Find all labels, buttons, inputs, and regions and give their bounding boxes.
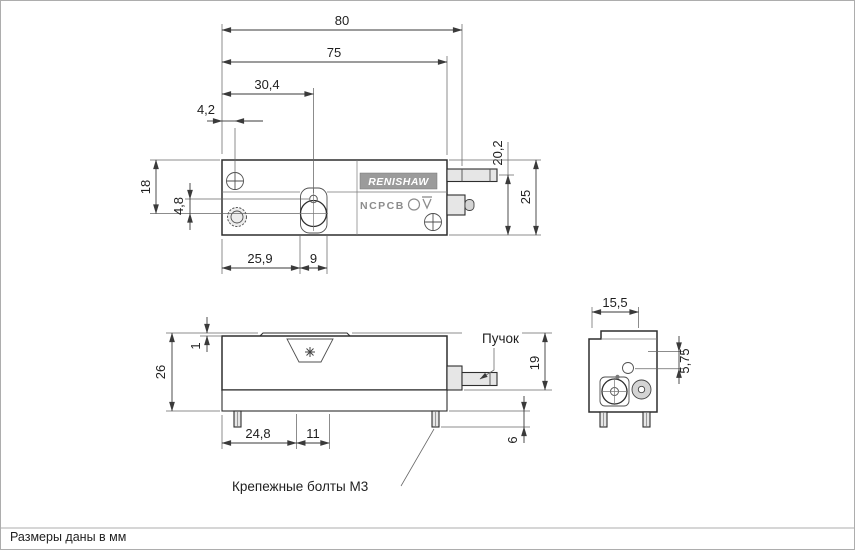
mounting-bolt — [431, 410, 440, 428]
screw-icon — [226, 172, 244, 190]
screw-icon — [424, 213, 442, 231]
top-view: RENISHAW NCPCB 80 75 30,4 — [138, 13, 541, 274]
dim-side-width: 15,5 — [602, 295, 627, 310]
fiber-connector — [446, 365, 498, 391]
front-base — [221, 389, 448, 412]
dim-window-width: 11 — [306, 426, 320, 441]
mounting-bolt — [599, 411, 608, 428]
fiber-connector — [446, 168, 498, 183]
dim-screw-offset: 4,2 — [197, 102, 215, 117]
units-caption: Размеры даны в мм — [10, 530, 126, 544]
dim-aperture-offset: 4,8 — [171, 197, 186, 215]
bolts-label: Крепежные болты М3 — [232, 479, 368, 494]
beam-label: Пучок — [482, 331, 519, 346]
cert-circle-icon — [407, 198, 421, 211]
pin-dot-icon — [615, 374, 620, 380]
top-view-body — [221, 159, 448, 236]
dim-bolt-length: 6 — [505, 436, 520, 443]
laser-symbol-icon — [422, 196, 432, 210]
beam-emitter-icon — [305, 347, 315, 357]
dim-body-height: 25 — [518, 190, 533, 204]
receiver-icon — [631, 379, 652, 400]
brand-logo-plate — [359, 172, 438, 190]
front-body — [221, 335, 448, 391]
knurled-wheel-icon — [227, 207, 247, 227]
lens-icon — [601, 378, 628, 405]
dim-lid-height: 1 — [188, 342, 203, 349]
dim-front-body-height: 19 — [527, 356, 542, 370]
dim-slot-left: 25,9 — [247, 251, 272, 266]
dim-overall-width: 80 — [335, 13, 349, 28]
model-label: NCPCB — [360, 200, 405, 212]
mounting-bolt — [642, 411, 651, 428]
dim-body-width: 75 — [327, 45, 341, 60]
beam-leader — [479, 348, 495, 380]
cable-connector — [446, 194, 475, 216]
dim-side-offset: 5,75 — [677, 348, 692, 373]
dim-slot-width: 9 — [310, 251, 317, 266]
dim-overall-height: 26 — [153, 365, 168, 379]
mounting-bolt — [233, 410, 242, 428]
front-view: 1 26 24,8 11 19 6 Пучок Крепежные болты … — [153, 317, 552, 494]
lens-housing — [599, 376, 630, 407]
indicator-icon — [622, 362, 634, 374]
dim-window-left: 24,8 — [245, 426, 270, 441]
dim-connector-height: 20,2 — [490, 140, 505, 165]
side-view: 15,5 5,75 — [588, 295, 692, 428]
bolts-leader — [400, 428, 435, 487]
beam-window — [286, 338, 334, 363]
dim-probe-center-x: 30,4 — [254, 77, 279, 92]
dim-probe-center-y: 18 — [138, 180, 153, 194]
brand-label: RENISHAW — [368, 176, 429, 188]
